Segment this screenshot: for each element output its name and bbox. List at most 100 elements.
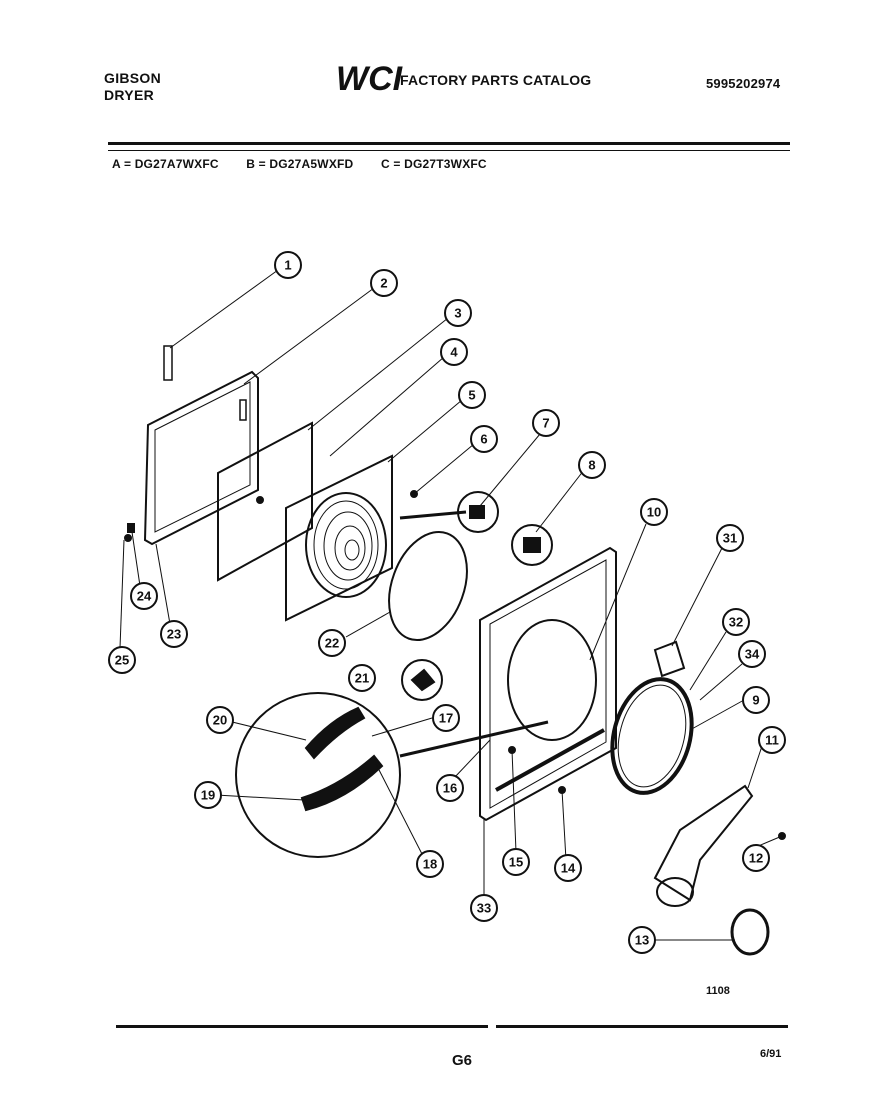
door-outer-panel-inner-edge (154, 381, 251, 533)
callout-31: 31 (716, 524, 744, 552)
door-window-ring (305, 492, 387, 598)
figure-number: 1108 (706, 985, 730, 997)
callout-14: 14 (554, 854, 582, 882)
callout-10: 10 (640, 498, 668, 526)
drum-seal (610, 677, 694, 795)
svg-text:10: 10 (647, 505, 661, 520)
svg-text:20: 20 (213, 713, 227, 728)
svg-text:8: 8 (588, 458, 595, 473)
callout-20: 20 (206, 706, 234, 734)
callout-24: 24 (130, 582, 158, 610)
dryer-front-panel-inner (489, 559, 607, 809)
callout-19: 19 (194, 781, 222, 809)
callout-13: 13 (628, 926, 656, 954)
screw-25 (124, 534, 132, 542)
door-window-spiral-1 (313, 500, 379, 590)
header-brand-block: GIBSON DRYER (104, 70, 161, 104)
svg-text:32: 32 (729, 615, 743, 630)
callout-17: 17 (432, 704, 460, 732)
svg-text:16: 16 (443, 781, 457, 796)
callout-3: 3 (444, 299, 472, 327)
callout-4: 4 (440, 338, 468, 366)
door-window-spiral-4 (344, 539, 360, 561)
dryer-door-opening (507, 619, 597, 741)
model-c: C = DG27T3WXFC (380, 157, 487, 171)
door-latch (239, 399, 247, 421)
svg-text:31: 31 (723, 531, 737, 546)
svg-text:25: 25 (115, 653, 129, 668)
part-21-detail (401, 659, 443, 701)
leader-lines (119, 269, 783, 941)
svg-text:24: 24 (137, 589, 152, 604)
model-list: A = DG27A7WXFC B = DG27A5WXFD C = DG27T3… (112, 157, 511, 171)
svg-text:33: 33 (477, 901, 491, 916)
svg-text:21: 21 (355, 671, 369, 686)
callout-7: 7 (532, 409, 560, 437)
svg-text:9: 9 (752, 693, 759, 708)
svg-text:5: 5 (468, 388, 475, 403)
callout-1: 1 (274, 251, 302, 279)
svg-text:1: 1 (284, 258, 291, 273)
callout-23: 23 (160, 620, 188, 648)
callout-9: 9 (742, 686, 770, 714)
svg-text:23: 23 (167, 627, 181, 642)
callout-8: 8 (578, 451, 606, 479)
catalog-title: FACTORY PARTS CATALOG (400, 72, 592, 88)
svg-text:13: 13 (635, 933, 649, 948)
svg-text:34: 34 (745, 647, 760, 662)
callout-15: 15 (502, 848, 530, 876)
door-hinge (163, 345, 173, 381)
callout-32: 32 (722, 608, 750, 636)
model-a: A = DG27A7WXFC (112, 157, 219, 171)
detail-bracket-upper (304, 706, 366, 760)
callout-12: 12 (742, 844, 770, 872)
svg-text:15: 15 (509, 855, 523, 870)
svg-text:2: 2 (380, 276, 387, 291)
callout-11: 11 (758, 726, 786, 754)
svg-text:19: 19 (201, 788, 215, 803)
door-window-spiral-3 (334, 525, 366, 571)
svg-text:7: 7 (542, 416, 549, 431)
part-8-detail (511, 524, 553, 566)
callout-25: 25 (108, 646, 136, 674)
header-rule-thick (108, 142, 790, 145)
callout-5: 5 (458, 381, 486, 409)
dryer-front-panel (479, 546, 617, 822)
logo-lettering: WCI (336, 60, 404, 96)
door-gasket-ring (388, 530, 468, 642)
footer-rule-left (116, 1025, 488, 1028)
part-7-shape (469, 505, 485, 519)
callout-34: 34 (738, 640, 766, 668)
callout-16: 16 (436, 774, 464, 802)
brand-name: GIBSON (104, 70, 162, 86)
model-b: B = DG27A5WXFD (246, 157, 354, 171)
door-window-spiral-2 (323, 511, 373, 581)
svg-text:22: 22 (325, 636, 339, 651)
part-drawings (124, 345, 786, 956)
svg-text:4: 4 (450, 345, 458, 360)
magnified-detail-circle (235, 692, 401, 858)
wci-logo: WCI (334, 60, 634, 98)
part-8-shape (523, 537, 541, 553)
svg-text:12: 12 (749, 851, 763, 866)
svg-text:3: 3 (454, 306, 461, 321)
svg-text:6: 6 (480, 432, 487, 447)
svg-text:11: 11 (765, 733, 779, 748)
inner-panel-screw (256, 496, 264, 504)
detail-bracket-lower (300, 754, 384, 812)
svg-text:17: 17 (439, 711, 453, 726)
callout-33: 33 (470, 894, 498, 922)
lint-duct-opening (656, 877, 694, 907)
print-date: 6/91 (760, 1048, 782, 1060)
duct-ring (730, 908, 770, 956)
lint-duct (653, 784, 754, 902)
callout-22: 22 (318, 629, 346, 657)
callout-21: 21 (348, 664, 376, 692)
door-front-panel (285, 454, 393, 622)
callout-2: 2 (370, 269, 398, 297)
door-outer-panel (143, 370, 259, 546)
product-name: DRYER (104, 87, 154, 103)
callout-18: 18 (416, 850, 444, 878)
